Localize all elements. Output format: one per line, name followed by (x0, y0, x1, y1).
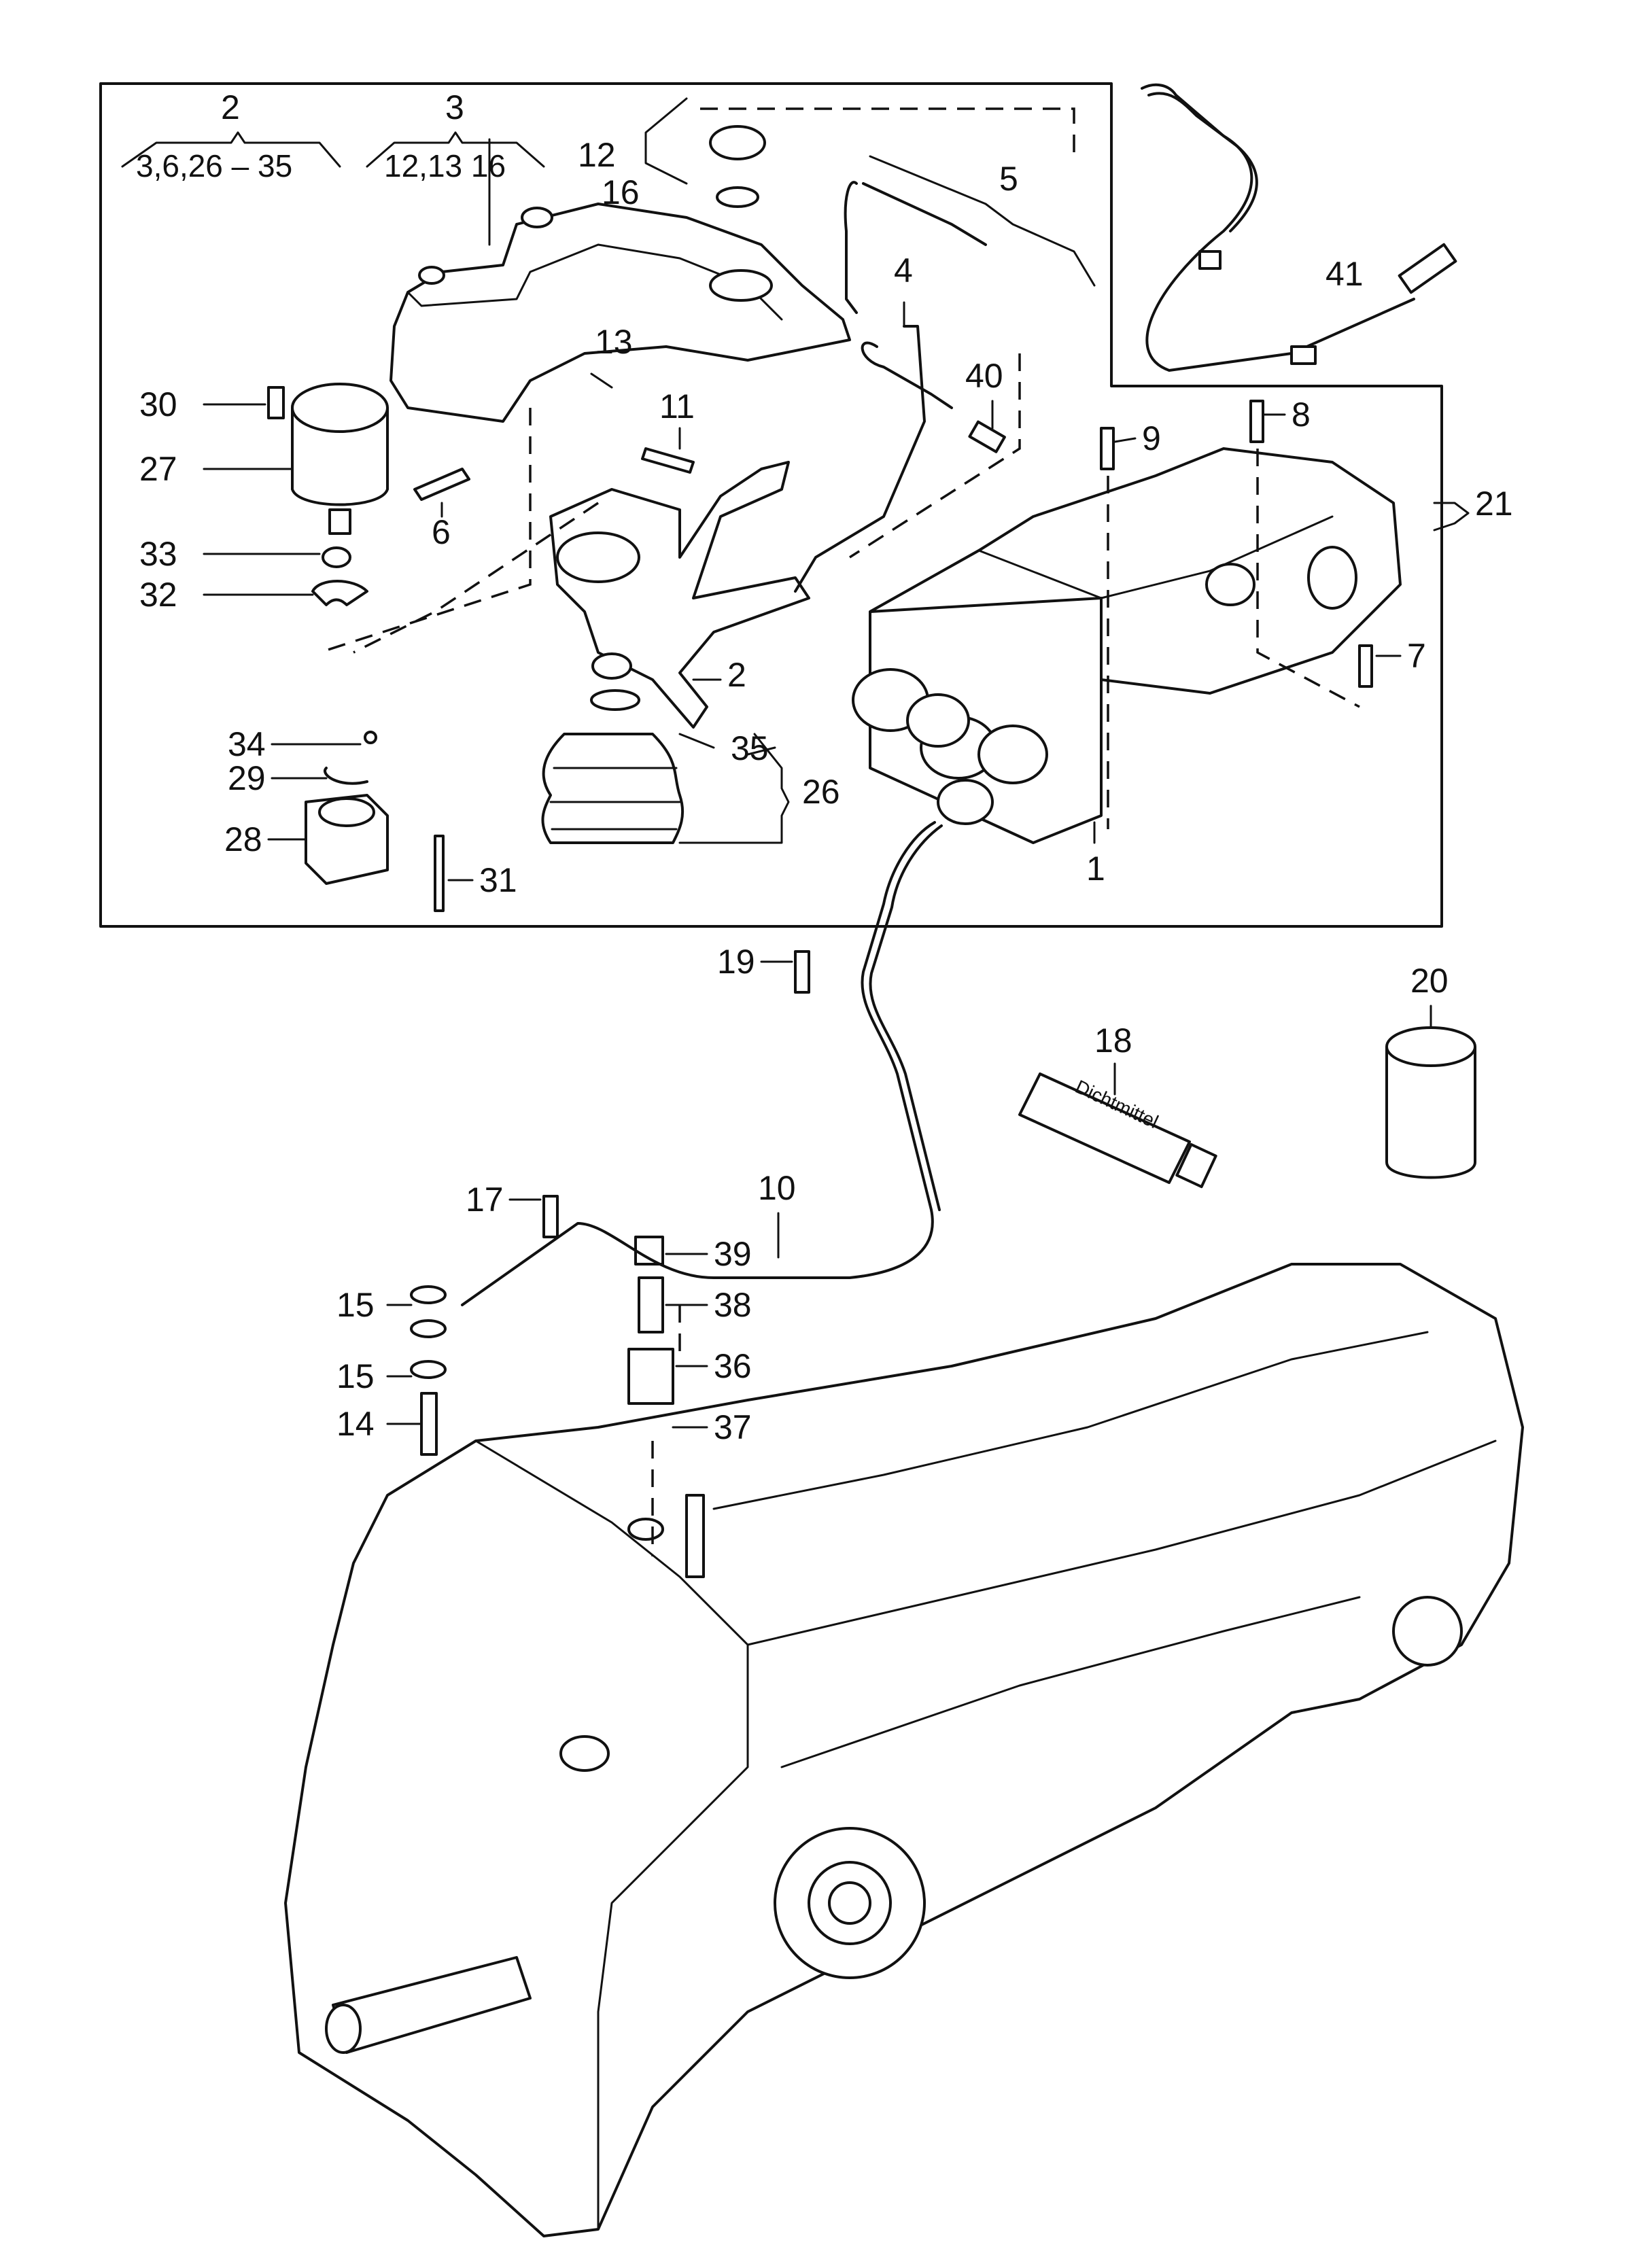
callout-2b: 2 (727, 656, 746, 694)
gaiter-part-26 (541, 689, 685, 844)
hydraulic-pipes (461, 181, 987, 1306)
callout-17: 17 (466, 1181, 504, 1219)
callout-41: 41 (1326, 255, 1364, 293)
accumulator-part-27 (291, 383, 389, 606)
callout-3-sub: 12,13 16 (384, 148, 506, 184)
sealant-tube-part-18: Dichtmittel (1018, 1072, 1217, 1189)
callout-38: 38 (714, 1286, 752, 1324)
callout-12: 12 (578, 136, 616, 174)
callout-14: 14 (336, 1405, 375, 1443)
callout-15b: 15 (336, 1357, 375, 1395)
callout-labels: 2 3,6,26 – 35 3 12,13 16 12 16 5 4 13 41… (136, 88, 1513, 1446)
oil-can-part-20 (1385, 1026, 1476, 1179)
callout-leaders (121, 97, 1470, 1429)
callout-9: 9 (1142, 419, 1161, 457)
callout-30: 30 (139, 385, 177, 423)
mount-part-28 (305, 731, 389, 885)
callout-31: 31 (479, 861, 517, 899)
callout-19: 19 (717, 943, 755, 981)
callout-29: 29 (228, 759, 266, 797)
callout-36: 36 (714, 1347, 752, 1385)
callout-35: 35 (731, 729, 769, 767)
callout-37: 37 (714, 1408, 752, 1446)
cover-part-3 (389, 203, 851, 423)
gearbox-housing (284, 1263, 1524, 2237)
callout-33: 33 (139, 535, 177, 573)
callout-8: 8 (1292, 396, 1311, 434)
assembly-guide-lines (319, 107, 1360, 1556)
fasteners (267, 125, 1373, 1456)
callout-40: 40 (965, 357, 1003, 395)
callout-11: 11 (659, 387, 695, 425)
callout-13: 13 (595, 323, 633, 361)
callout-3: 3 (445, 88, 464, 126)
bracket-part-2 (549, 461, 810, 729)
callout-2: 2 (221, 88, 240, 126)
assembly-frame (99, 82, 1443, 928)
callout-5: 5 (999, 160, 1018, 198)
callout-39: 39 (714, 1235, 752, 1273)
callout-26: 26 (802, 773, 840, 811)
hydraulic-unit-part-1 (852, 447, 1402, 844)
callout-1: 1 (1086, 850, 1105, 888)
shift-cable-part-41 (1141, 83, 1457, 372)
callout-34: 34 (228, 725, 266, 763)
callout-7: 7 (1407, 637, 1426, 675)
callout-32: 32 (139, 576, 177, 614)
callout-27: 27 (139, 450, 177, 488)
callout-4: 4 (894, 251, 913, 290)
callout-10: 10 (758, 1169, 796, 1207)
callout-18: 18 (1094, 1022, 1132, 1060)
callout-16: 16 (602, 173, 640, 211)
callout-15a: 15 (336, 1286, 375, 1324)
callout-21: 21 (1475, 485, 1513, 523)
callout-6: 6 (432, 513, 451, 551)
callout-2-sub: 3,6,26 – 35 (136, 148, 292, 184)
callout-28: 28 (224, 820, 262, 858)
callout-20: 20 (1410, 962, 1449, 1000)
